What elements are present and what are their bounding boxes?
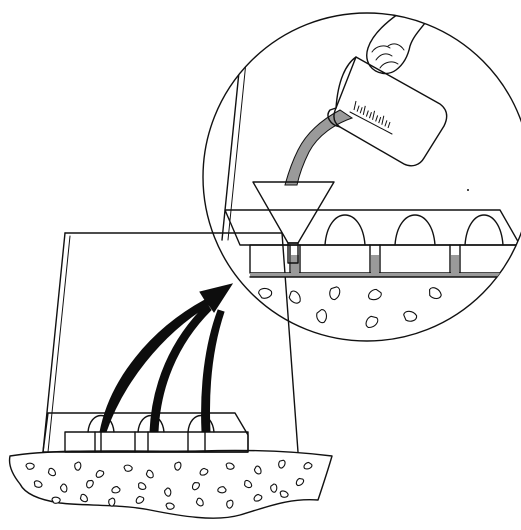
cup-tick <box>378 116 382 124</box>
stone <box>295 477 305 487</box>
stone <box>138 482 147 490</box>
stone <box>145 469 154 479</box>
detail-stones <box>258 286 442 329</box>
stone <box>123 464 133 472</box>
cup-tick <box>359 107 363 114</box>
cup-tick <box>387 121 391 129</box>
cup-scale-ticks <box>353 100 391 129</box>
cup-tick <box>375 115 379 122</box>
stone <box>429 287 442 300</box>
stone <box>329 286 341 301</box>
soil-mound <box>8 449 333 519</box>
cup-tick <box>372 110 376 120</box>
stone <box>258 287 273 299</box>
stone <box>164 487 172 497</box>
stone <box>288 290 301 304</box>
stone <box>108 497 116 507</box>
stone <box>403 310 418 322</box>
stone <box>199 467 209 476</box>
stone <box>135 495 145 504</box>
stone <box>74 461 82 471</box>
stone <box>191 482 200 491</box>
stone <box>217 486 227 494</box>
pointer-arrows <box>99 283 234 433</box>
cup-tick <box>384 120 388 127</box>
lower-scene <box>8 232 333 519</box>
plastic-wall <box>42 232 299 453</box>
stone <box>270 483 278 493</box>
stone <box>303 461 313 470</box>
cup-tick <box>365 110 369 117</box>
detail-tray <box>224 209 521 278</box>
funnel <box>252 181 335 264</box>
stone <box>279 490 289 498</box>
stone <box>79 493 88 503</box>
cup-tick <box>362 105 366 116</box>
liquid-stream <box>284 109 354 186</box>
stone <box>195 497 204 507</box>
stone <box>225 462 235 470</box>
stone <box>253 493 263 502</box>
stone <box>33 480 43 488</box>
soil-stones <box>25 459 313 510</box>
stone <box>226 499 234 509</box>
measuring-cup <box>327 56 448 167</box>
arrow-middle <box>149 303 212 433</box>
cup-tick <box>368 112 372 119</box>
stone <box>86 479 94 489</box>
cup-tick <box>381 115 385 125</box>
stone <box>278 459 286 469</box>
stone <box>316 309 328 324</box>
arrow-left <box>99 283 234 433</box>
stone <box>165 502 175 510</box>
stone <box>47 467 57 477</box>
stone <box>51 496 61 504</box>
stone <box>25 462 35 470</box>
planter-tray <box>42 412 249 453</box>
stone <box>368 288 382 301</box>
cup-tick <box>353 100 357 111</box>
stone <box>111 486 121 494</box>
stone <box>365 315 379 329</box>
stone <box>95 469 105 478</box>
arrow-right <box>201 309 225 433</box>
stone <box>174 461 182 471</box>
stone <box>243 480 253 489</box>
hand <box>365 13 441 75</box>
stone <box>59 483 68 493</box>
stone <box>253 465 262 475</box>
detail-circle <box>202 12 521 342</box>
cup-tick <box>356 105 360 112</box>
